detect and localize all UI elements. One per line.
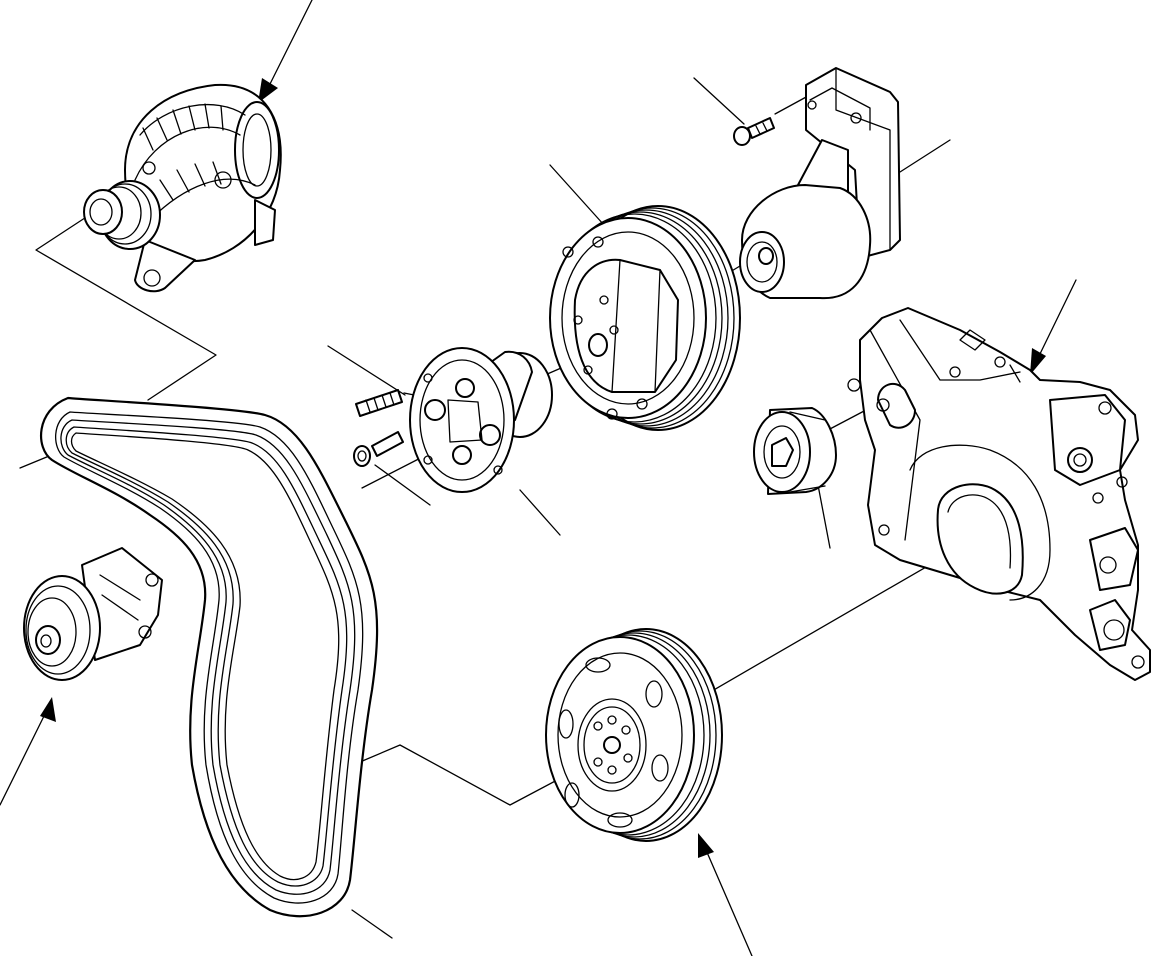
alternator-fins — [142, 103, 224, 201]
tensioner-pulley — [23, 547, 163, 681]
bracket-screw — [733, 117, 775, 146]
arrowhead-alternator — [258, 78, 278, 103]
idler-pulley — [753, 407, 837, 495]
arrowhead-crank-pulley — [698, 833, 714, 858]
arrowhead-tensioner — [40, 697, 56, 722]
front-cover — [847, 307, 1151, 681]
fan-drive-pulley — [549, 205, 741, 431]
arrowhead-front-cover — [1030, 348, 1046, 375]
stud-bolt — [355, 389, 403, 417]
alternator — [83, 83, 282, 293]
cap-screw — [353, 431, 404, 467]
crankshaft-pulley — [545, 628, 723, 842]
alternator-pulley — [83, 180, 161, 250]
fan-hub-flange — [409, 347, 553, 493]
poly-v-belt — [39, 396, 379, 918]
fan-drive-bracket — [739, 67, 901, 300]
